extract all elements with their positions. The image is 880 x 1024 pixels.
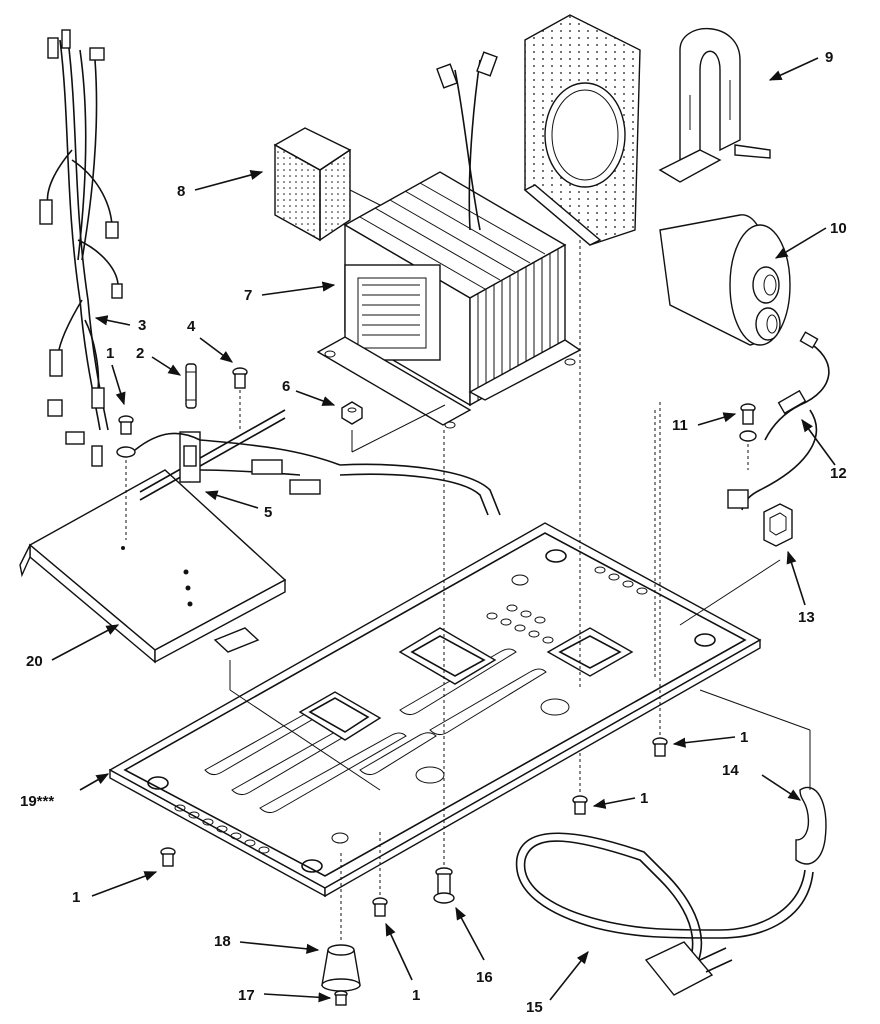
callout-1-screw-right: 1 (740, 729, 748, 746)
screw-4 (232, 367, 248, 430)
screw-1-top (116, 415, 136, 540)
callout-1-screw-front: 1 (640, 790, 648, 807)
base-plate (108, 522, 762, 898)
callout-16-ground-screw: 16 (476, 969, 493, 986)
capacitor-mounting-plate (523, 14, 641, 246)
callout-11-screw: 11 (672, 417, 688, 434)
screw-17 (334, 990, 348, 1006)
callout-2-fuse: 2 (136, 345, 144, 362)
callout-4-screw: 4 (187, 318, 196, 335)
shelf-bracket (19, 409, 287, 664)
callout-7-transformer: 7 (244, 287, 252, 304)
callout-3-harness: 3 (138, 317, 146, 334)
callout-1-screw-bottom: 1 (412, 987, 420, 1004)
callout-20-bracket: 20 (26, 653, 43, 670)
callout-15-power-cord: 15 (526, 999, 543, 1016)
callout-14-strain-relief: 14 (722, 762, 739, 779)
callout-8-insulator: 8 (177, 183, 185, 200)
callout-9-clamp: 9 (825, 49, 833, 66)
callout-10-capacitor: 10 (830, 220, 847, 237)
diode-lead (727, 331, 830, 511)
callout-1-screw: 1 (106, 345, 114, 362)
callout-5-fuse-holder: 5 (264, 504, 272, 521)
screw-1-left (160, 847, 176, 867)
fuse (185, 363, 197, 409)
fuse-holder (134, 431, 501, 516)
front-vent-holes (174, 804, 270, 854)
power-cord (515, 832, 814, 996)
plate-holes (331, 566, 648, 844)
base-feet (147, 549, 716, 873)
callout-labels: 1 2 3 4 5 6 7 8 9 10 11 12 13 1 14 1 19*… (20, 49, 847, 1016)
wiring-harness (39, 29, 123, 467)
raised-pads (298, 627, 634, 741)
strain-relief (795, 786, 827, 865)
screw-11 (739, 403, 757, 470)
callout-6-nut: 6 (282, 378, 290, 395)
connector-13 (763, 503, 793, 547)
screw-1-right (652, 400, 668, 757)
nut-6 (341, 401, 446, 453)
insulator-block (273, 127, 381, 242)
rubber-foot-18 (321, 850, 361, 992)
transformer-laminations (359, 182, 559, 400)
callout-12-diode: 12 (830, 465, 847, 482)
callout-1-screw-left: 1 (72, 889, 80, 906)
screw-1-bottom (372, 830, 388, 917)
capacitor-clamp (658, 28, 771, 183)
assembly-lines (229, 240, 811, 791)
callout-17-screw: 17 (238, 987, 255, 1004)
callout-arrows (51, 57, 836, 1003)
transformer (316, 51, 582, 429)
screw-1-front (572, 750, 588, 815)
callout-13-connector: 13 (798, 609, 815, 626)
capacitor (659, 214, 791, 346)
callout-19-base: 19*** (20, 793, 54, 810)
ground-screw-16 (433, 430, 455, 904)
callout-18-foot: 18 (214, 933, 231, 950)
